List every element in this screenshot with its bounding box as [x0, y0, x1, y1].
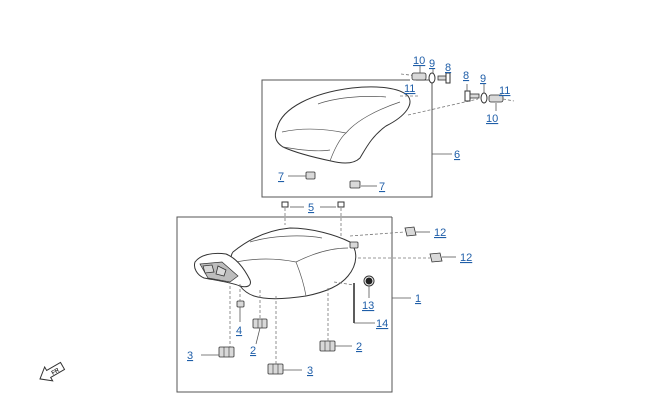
- callout-3-right[interactable]: 3: [307, 365, 313, 377]
- front-arrow-label: FR: [51, 367, 62, 377]
- collar-10: [411, 72, 427, 81]
- bolt-8-shank-right: [469, 93, 480, 99]
- bolt-8-head: [445, 72, 451, 84]
- callout-7-right[interactable]: 7: [379, 181, 385, 193]
- callout-6[interactable]: 6: [454, 149, 460, 161]
- callout-9-right[interactable]: 9: [480, 73, 486, 85]
- front-seat: [194, 227, 359, 300]
- washer-9-right: [480, 92, 488, 104]
- nut-13-inner: [365, 277, 373, 285]
- guide-line: [407, 98, 479, 116]
- bolt-8-shank: [437, 75, 447, 81]
- rear-seat-group: [261, 79, 479, 198]
- callout-14[interactable]: 14: [376, 318, 388, 330]
- bolts-5: [281, 201, 345, 240]
- washer-9: [428, 72, 436, 84]
- callout-3-left[interactable]: 3: [187, 350, 193, 362]
- bumper-3-right: [267, 363, 284, 375]
- bolt-8-head-right: [464, 90, 471, 102]
- front-seat-hinge: [349, 241, 359, 249]
- callout-13[interactable]: 13: [362, 300, 374, 312]
- callout-7-left[interactable]: 7: [278, 171, 284, 183]
- callout-1[interactable]: 1: [415, 293, 421, 305]
- front-seat-group: [176, 216, 456, 393]
- bolt-5-left: [281, 201, 289, 208]
- bumper-3-left: [218, 346, 235, 358]
- front-direction-arrow: FR: [39, 361, 66, 382]
- collar-10-right: [488, 94, 504, 103]
- guide-line: [400, 73, 419, 77]
- front-seat-box: [176, 216, 393, 393]
- clip-12-upper: [404, 226, 417, 237]
- bumper-2-right: [319, 340, 336, 352]
- guide-line: [502, 98, 515, 102]
- callout-8-right[interactable]: 8: [463, 70, 469, 82]
- callout-12-upper[interactable]: 12: [434, 227, 446, 239]
- hardware-right: [464, 84, 515, 111]
- guide-line: [349, 231, 406, 237]
- bumper-2-left: [252, 318, 268, 329]
- hardware-left: [400, 66, 451, 84]
- callouts: 10 9 8 11 8 9 11 10 6 7 7 5 12 12 1 13 1…: [187, 55, 510, 377]
- callout-10-right[interactable]: 10: [486, 113, 498, 125]
- rubber-foot-right: [349, 180, 361, 189]
- bolt-5-right: [337, 201, 345, 208]
- callout-11-top[interactable]: 11: [404, 83, 415, 95]
- callout-9-top[interactable]: 9: [429, 58, 435, 70]
- rubber-foot-left: [305, 171, 316, 180]
- callout-10-top[interactable]: 10: [413, 55, 425, 67]
- callout-8-top[interactable]: 8: [445, 62, 451, 74]
- pad-4: [236, 300, 245, 308]
- callout-5[interactable]: 5: [308, 202, 314, 214]
- callout-2-left[interactable]: 2: [250, 345, 256, 357]
- leader-line: [255, 327, 261, 345]
- callout-11-right[interactable]: 11: [499, 85, 510, 97]
- rear-seat: [274, 86, 411, 164]
- arrow-icon: [39, 361, 66, 382]
- guide-line: [333, 281, 355, 286]
- callout-2-right[interactable]: 2: [356, 341, 362, 353]
- callout-4[interactable]: 4: [236, 325, 242, 337]
- clip-12-lower: [429, 252, 443, 263]
- callout-12-lower[interactable]: 12: [460, 252, 472, 264]
